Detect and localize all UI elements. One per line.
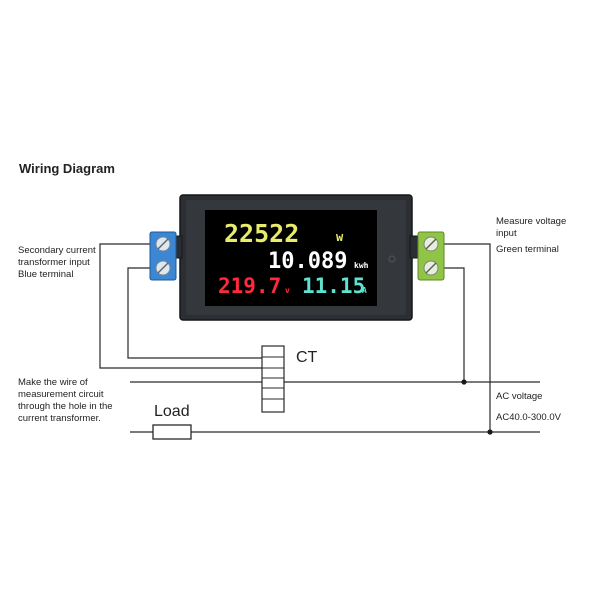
measure-line-2: input [496,228,517,239]
measure-line-1: Measure voltage [496,216,567,227]
current-reading: 11.15 [302,274,365,298]
wire-blue-bottom [127,267,262,359]
ac-range-label: AC40.0-300.0V [496,412,561,423]
load-label: Load [154,403,190,420]
blue-terminal [149,231,177,281]
junction-dot-top [461,379,467,385]
ct-label: CT [296,349,318,366]
wire-green-top [440,243,491,432]
secondary-line-1: Secondary current [18,245,96,256]
ac-voltage-label: AC voltage [496,391,543,402]
instruction-line-1: Make the wire of [18,377,88,388]
voltage-reading: 219.7 [218,274,281,298]
junction-dot-bottom [487,429,493,435]
wire-blue-top [99,243,262,369]
current-transformer [261,345,285,413]
wire-green-bottom [440,267,465,382]
instruction-label: Make the wire of measurement circuit thr… [18,377,113,425]
energy-reading: 10.089 [268,249,347,274]
instruction-line-2: measurement circuit [18,389,104,400]
meter-screen [205,210,377,306]
instruction-line-4: current transformer. [18,413,101,424]
instruction-line-3: through the hole in the [18,401,113,412]
secondary-line-2: transformer input [18,257,90,268]
power-reading: 22522 [224,219,299,248]
measure-line-3: Green terminal [496,244,559,255]
voltage-unit: v [285,286,290,295]
secondary-line-3: Blue terminal [18,269,74,280]
power-unit: w [336,230,344,244]
energy-unit: kwh [354,261,369,270]
measure-voltage-label: Measure voltage input Green terminal [496,216,566,256]
wires [99,243,540,433]
green-terminal [417,231,445,281]
secondary-ct-label: Secondary current transformer input Blue… [18,245,96,281]
current-unit: A [362,286,367,295]
diagram-title: Wiring Diagram [19,161,115,176]
load-resistor [152,424,192,440]
power-meter [173,194,419,321]
indicator-led [388,255,396,263]
